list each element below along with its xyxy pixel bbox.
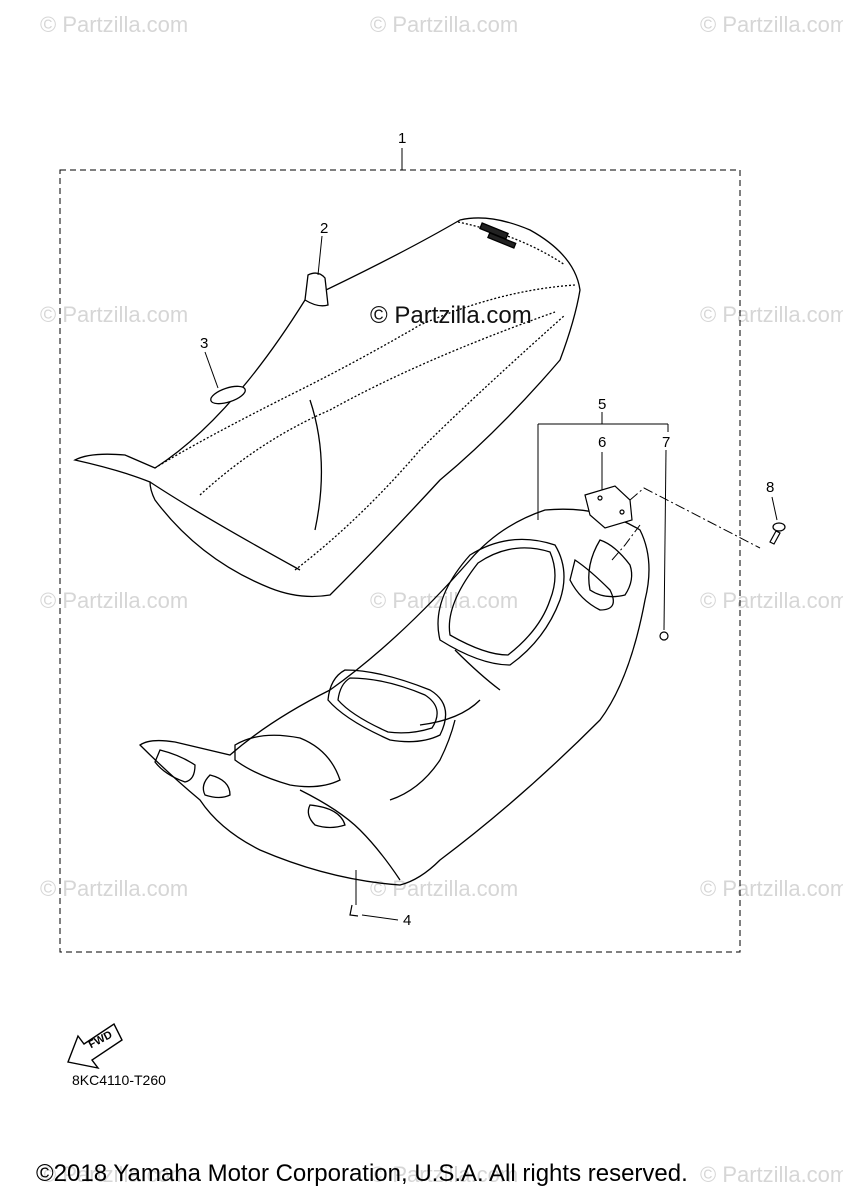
leader-group-5	[537, 412, 778, 631]
leader-4	[355, 870, 399, 921]
diagram-code: 8KC4110-T260	[72, 1072, 166, 1088]
watermark: © Partzilla.com	[370, 1162, 519, 1187]
leader-2	[317, 235, 323, 276]
callout-7: 7	[662, 434, 671, 451]
callout-4: 4	[403, 912, 412, 929]
copyright-notice: ©2018 Yamaha Motor Corporation, U.S.A. A…	[36, 1160, 688, 1187]
callout-3: 3	[200, 335, 209, 352]
hook-4	[349, 904, 359, 917]
watermark: © Partzilla.com	[700, 302, 843, 327]
watermark: © Partzilla.com	[40, 1162, 189, 1187]
watermark: © Partzilla.com	[40, 12, 189, 37]
watermark: © Partzilla.com	[700, 1162, 843, 1187]
watermark: © Partzilla.com	[40, 876, 189, 901]
seat-upper	[73, 217, 581, 598]
callout-1: 1	[398, 130, 407, 147]
fwd-arrow-icon	[67, 1022, 123, 1070]
seat-base	[138, 508, 650, 886]
callout-6: 6	[598, 434, 607, 451]
watermark: © Partzilla.com	[700, 12, 843, 37]
bracket-6	[584, 485, 633, 529]
watermark: © Partzilla.com	[700, 876, 843, 901]
watermark: © Partzilla.com	[370, 588, 519, 613]
watermark: © Partzilla.com	[40, 302, 189, 327]
watermark: © Partzilla.com	[370, 12, 519, 37]
callout-2: 2	[320, 220, 329, 237]
assembly-boundary	[59, 169, 741, 953]
callout-5: 5	[598, 396, 607, 413]
callout-8: 8	[766, 479, 775, 496]
center-watermark: © Partzilla.com	[370, 302, 532, 329]
watermark: © Partzilla.com	[370, 876, 519, 901]
clip-7	[659, 631, 669, 641]
leader-3	[204, 351, 219, 389]
watermark: © Partzilla.com	[40, 588, 189, 613]
screw-8	[769, 522, 786, 545]
watermark: © Partzilla.com	[700, 588, 843, 613]
